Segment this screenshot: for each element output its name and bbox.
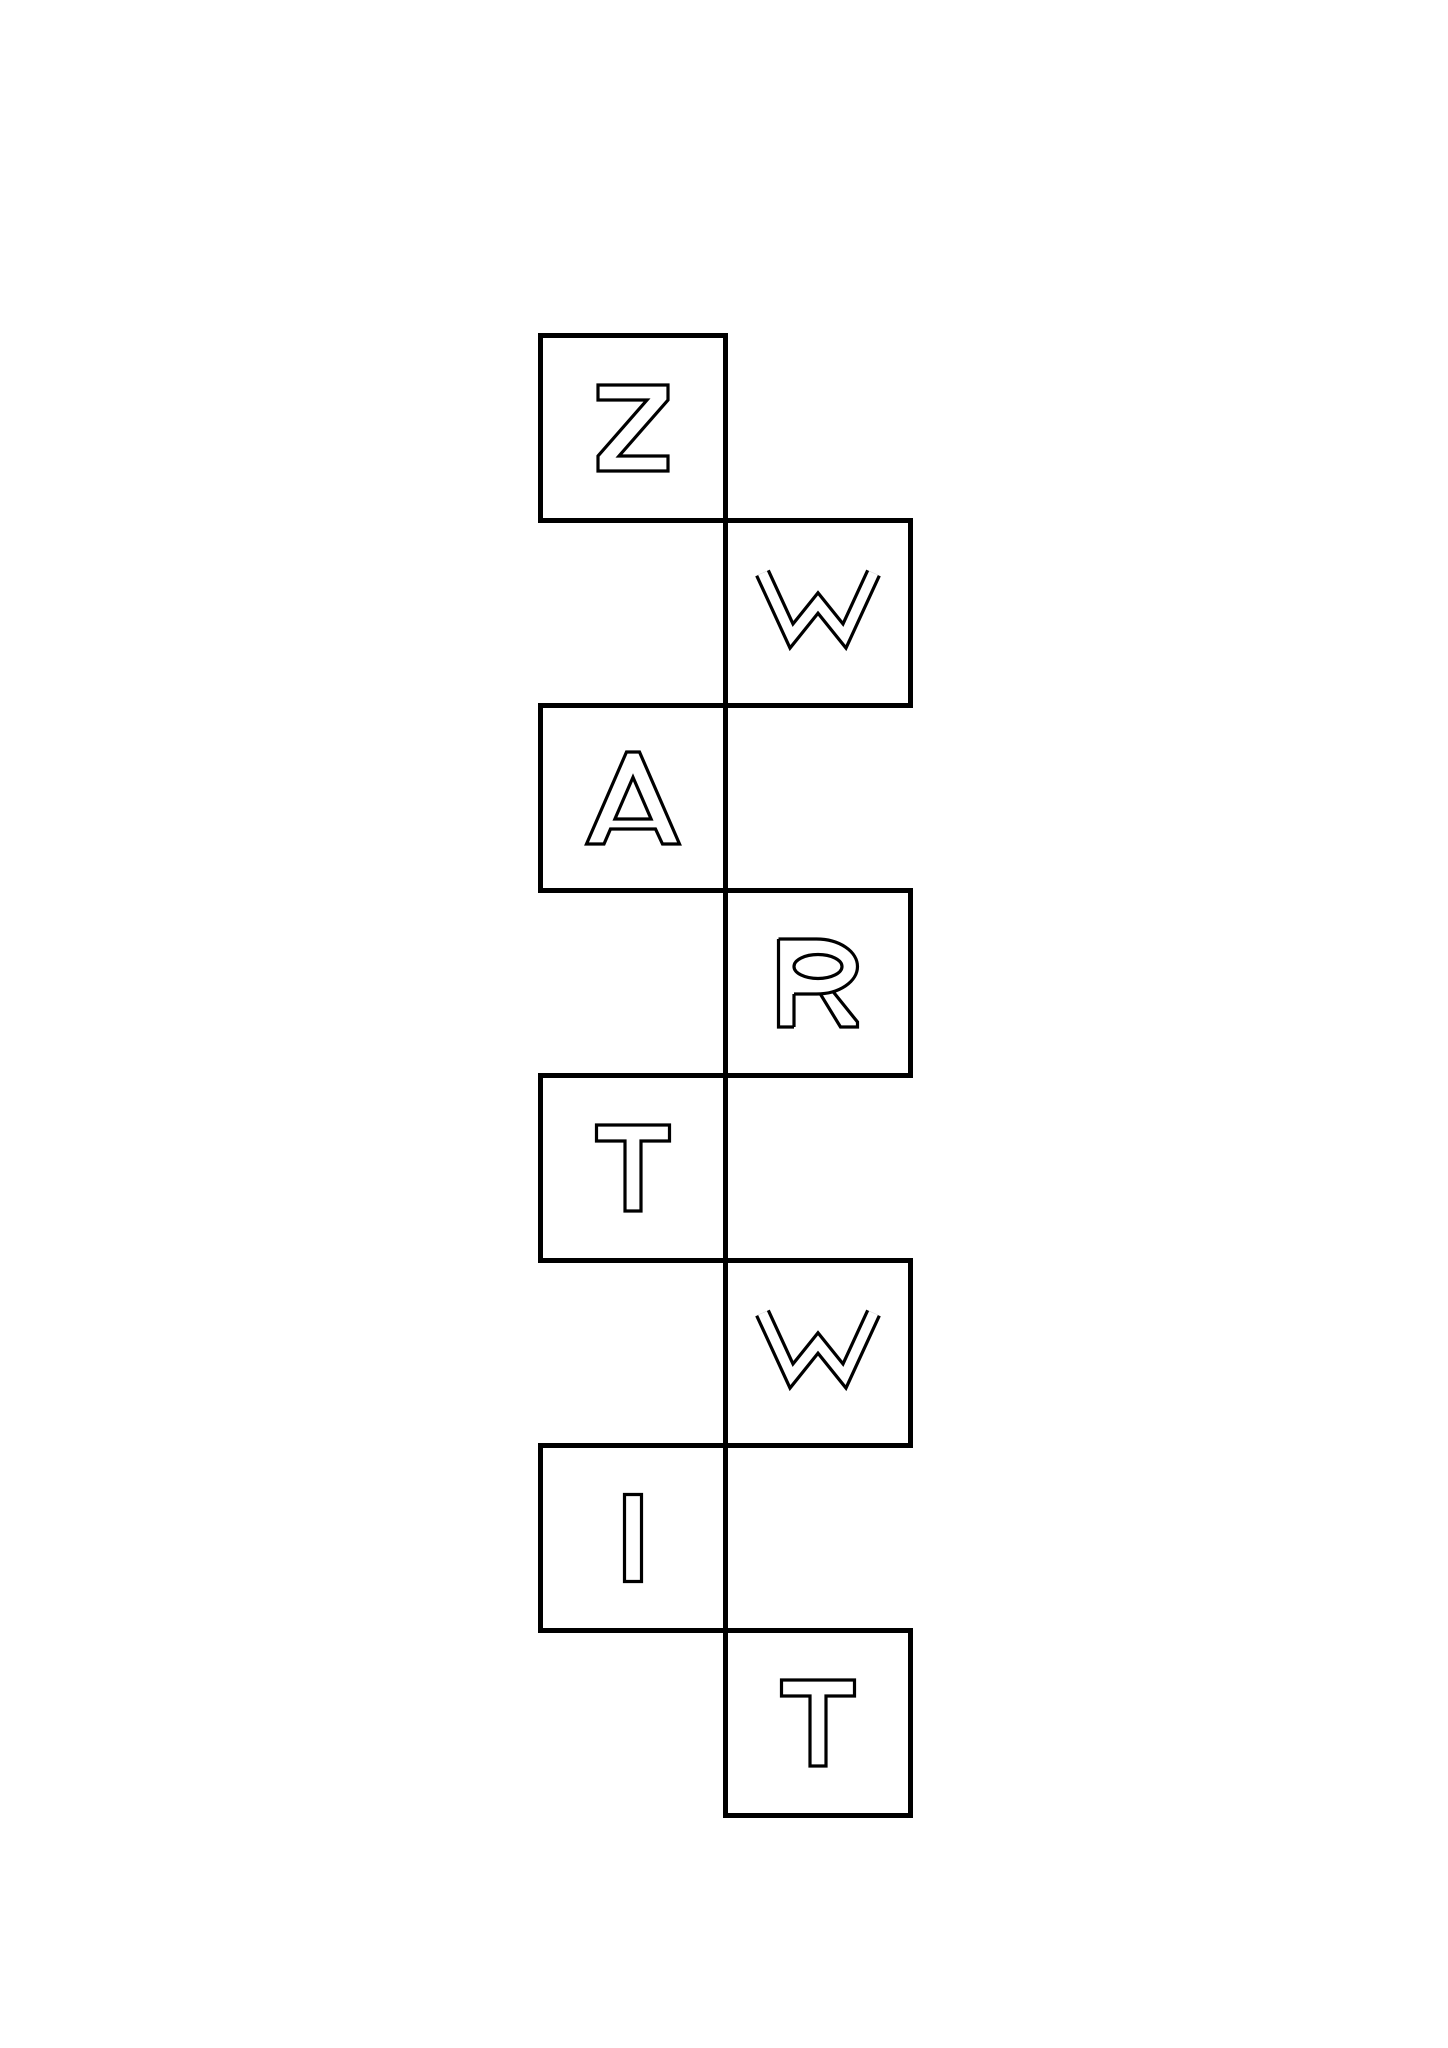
letter-glyph-w [755,569,881,652]
letter-glyph-r [776,937,860,1029]
letter-tile-a-2 [538,703,728,893]
letter-tile-i-6 [538,1443,728,1633]
letter-glyph-a [584,750,682,846]
letter-tile-z-0 [538,333,728,523]
letter-tile-t-7 [723,1628,913,1818]
letter-glyph-t [779,1678,857,1768]
letter-glyph-w [755,1309,881,1392]
letter-tile-r-3 [723,888,913,1078]
letter-tile-w-1 [723,518,913,708]
letter-glyph-z [596,383,670,473]
letter-tile-w-5 [723,1258,913,1448]
letter-glyph-i [622,1492,644,1584]
letter-glyph-t [594,1123,672,1213]
letter-tile-t-4 [538,1073,728,1263]
